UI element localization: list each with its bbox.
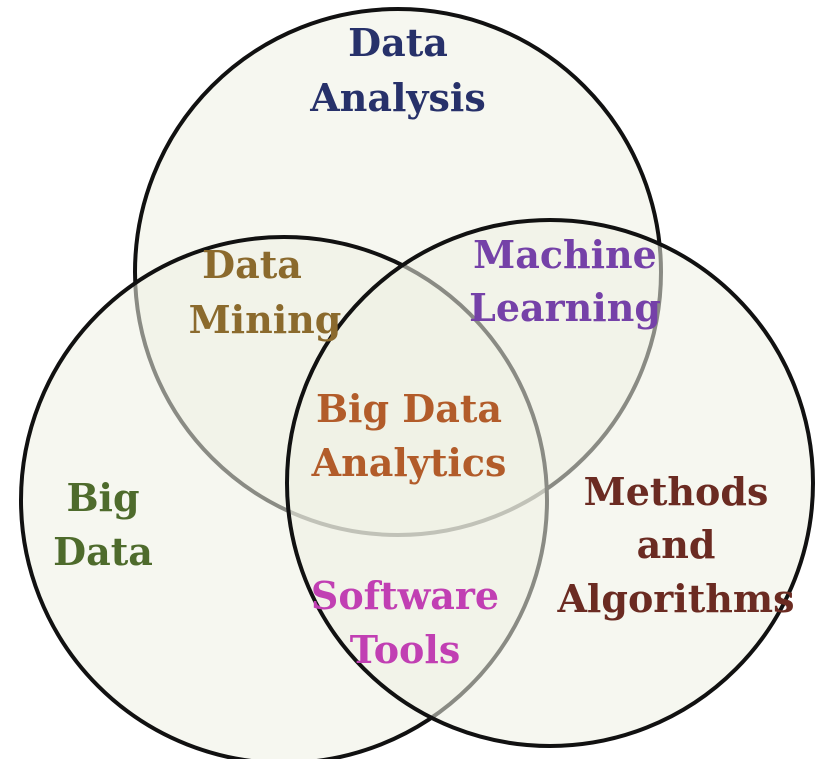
label-methods-algorithms-line-2: and (637, 522, 716, 567)
label-methods-algorithms: Methods and Algorithms (556, 469, 794, 621)
circle-methods-algorithms (285, 218, 815, 748)
label-big-data-line-2: Data (53, 529, 153, 574)
label-big-data: Big Data (53, 475, 153, 574)
label-data-mining-line-2: Mining (189, 297, 342, 342)
label-methods-algorithms-line-1: Methods (584, 469, 769, 514)
label-machine-learning: Machine Learning (469, 232, 661, 330)
label-machine-learning-line-1: Machine (473, 232, 657, 277)
label-big-data-analytics: Big Data Analytics (311, 386, 507, 485)
label-data-mining: Data Mining (189, 242, 342, 342)
label-software-tools-line-2: Tools (350, 627, 460, 672)
label-data-analysis-line-2: Analysis (309, 75, 485, 120)
label-methods-algorithms-line-3: Algorithms (556, 576, 794, 621)
label-big-data-analytics-line-1: Big Data (316, 386, 502, 431)
label-software-tools: Software Tools (311, 573, 499, 672)
label-machine-learning-line-2: Learning (469, 285, 661, 330)
label-data-analysis: Data Analysis (309, 20, 485, 120)
label-big-data-line-1: Big (66, 475, 139, 520)
label-big-data-analytics-line-2: Analytics (311, 440, 507, 485)
label-data-mining-line-1: Data (202, 242, 302, 287)
label-data-analysis-line-1: Data (348, 20, 448, 65)
label-software-tools-line-1: Software (311, 573, 499, 618)
